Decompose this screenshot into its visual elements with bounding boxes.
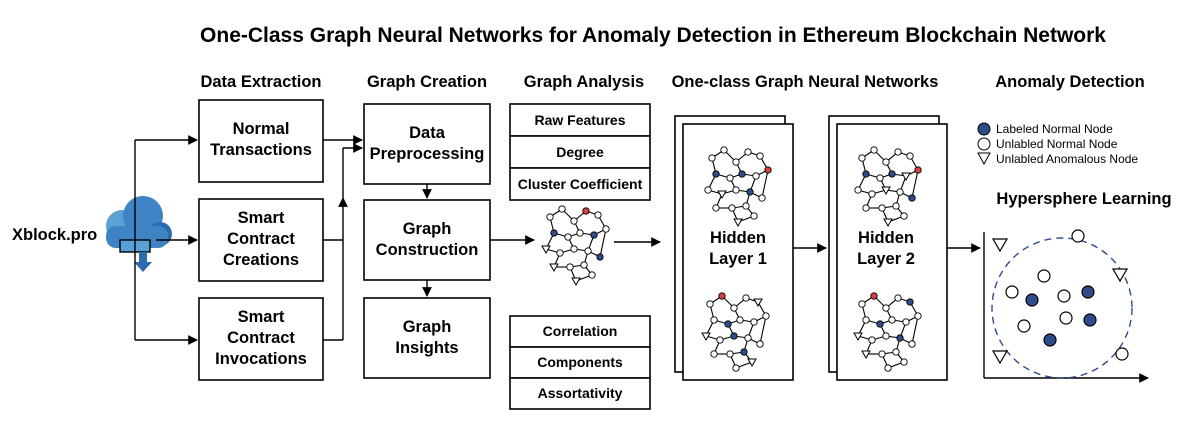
analysis-assortativity: Assortativity	[538, 385, 623, 401]
legend-triangle-icon	[977, 152, 991, 166]
mini-graphs	[541, 146, 922, 372]
svg-text:Graph: Graph	[403, 220, 452, 238]
legend-filled-circle-icon	[977, 122, 991, 136]
svg-text:Graph: Graph	[403, 318, 452, 336]
svg-text:Hidden: Hidden	[858, 229, 914, 247]
analysis-bottom-stack: Correlation Components Assortativity	[509, 315, 651, 410]
creation-box-graph-insights: Graph Insights	[363, 297, 491, 379]
analysis-raw-features: Raw Features	[534, 112, 625, 128]
svg-text:Normal: Normal	[233, 120, 290, 138]
svg-text:Creations: Creations	[223, 251, 299, 269]
creation-box-graph-construction: Graph Construction	[363, 199, 491, 281]
analysis-cluster-coefficient: Cluster Coefficient	[518, 176, 643, 192]
svg-text:Contract: Contract	[227, 329, 295, 347]
analysis-components: Components	[537, 354, 623, 370]
legend-unlabeled-anomalous: Unlabled Anomalous Node	[996, 152, 1138, 166]
stage-graph-creation: Graph Creation	[367, 73, 487, 91]
svg-text:Layer 2: Layer 2	[857, 250, 915, 268]
stage-ocgnn: One-class Graph Neural Networks	[672, 73, 939, 91]
legend-open-circle-icon	[977, 137, 991, 151]
svg-text:Layer 1: Layer 1	[709, 250, 767, 268]
analysis-correlation: Correlation	[543, 323, 618, 339]
svg-text:Contract: Contract	[227, 230, 295, 248]
legend-unlabeled-normal: Unlabled Normal Node	[996, 137, 1118, 151]
svg-text:Construction: Construction	[376, 241, 479, 259]
source-label: Xblock.pro	[12, 226, 97, 244]
legend: Labeled Normal Node Unlabled Normal Node…	[977, 122, 1138, 166]
svg-text:Smart: Smart	[238, 308, 285, 326]
extraction-box-smart-contract-creations: Smart Contract Creations	[198, 198, 324, 282]
extraction-box-normal-transactions: Normal Transactions	[198, 99, 324, 183]
svg-text:Data: Data	[409, 124, 446, 142]
diagram-title: One-Class Graph Neural Networks for Anom…	[200, 24, 1106, 47]
svg-text:Invocations: Invocations	[215, 350, 307, 368]
analysis-degree: Degree	[556, 144, 604, 160]
extraction-box-smart-contract-invocations: Smart Contract Invocations	[198, 297, 324, 381]
hypersphere-boundary	[991, 237, 1133, 379]
hypersphere-plot	[983, 229, 1149, 383]
stage-anomaly-detection: Anomaly Detection	[995, 73, 1144, 91]
hidden-layer-2: Hidden Layer 2	[828, 115, 948, 381]
legend-labeled-normal: Labeled Normal Node	[996, 122, 1113, 136]
stage-graph-analysis: Graph Analysis	[524, 73, 644, 91]
svg-text:Transactions: Transactions	[210, 141, 312, 159]
svg-text:Preprocessing: Preprocessing	[370, 145, 485, 163]
cloud-download-icon	[106, 196, 172, 272]
stage-data-extraction: Data Extraction	[200, 73, 321, 91]
creation-box-data-preprocessing: Data Preprocessing	[363, 103, 491, 185]
flow-arrows	[134, 135, 981, 345]
svg-text:Smart: Smart	[238, 209, 285, 227]
svg-text:Insights: Insights	[395, 339, 458, 357]
analysis-top-stack: Raw Features Degree Cluster Coefficient	[509, 103, 651, 201]
hypersphere-title: Hypersphere Learning	[996, 190, 1171, 208]
hidden-layer-1: Hidden Layer 1	[674, 115, 794, 381]
svg-text:Hidden: Hidden	[710, 229, 766, 247]
